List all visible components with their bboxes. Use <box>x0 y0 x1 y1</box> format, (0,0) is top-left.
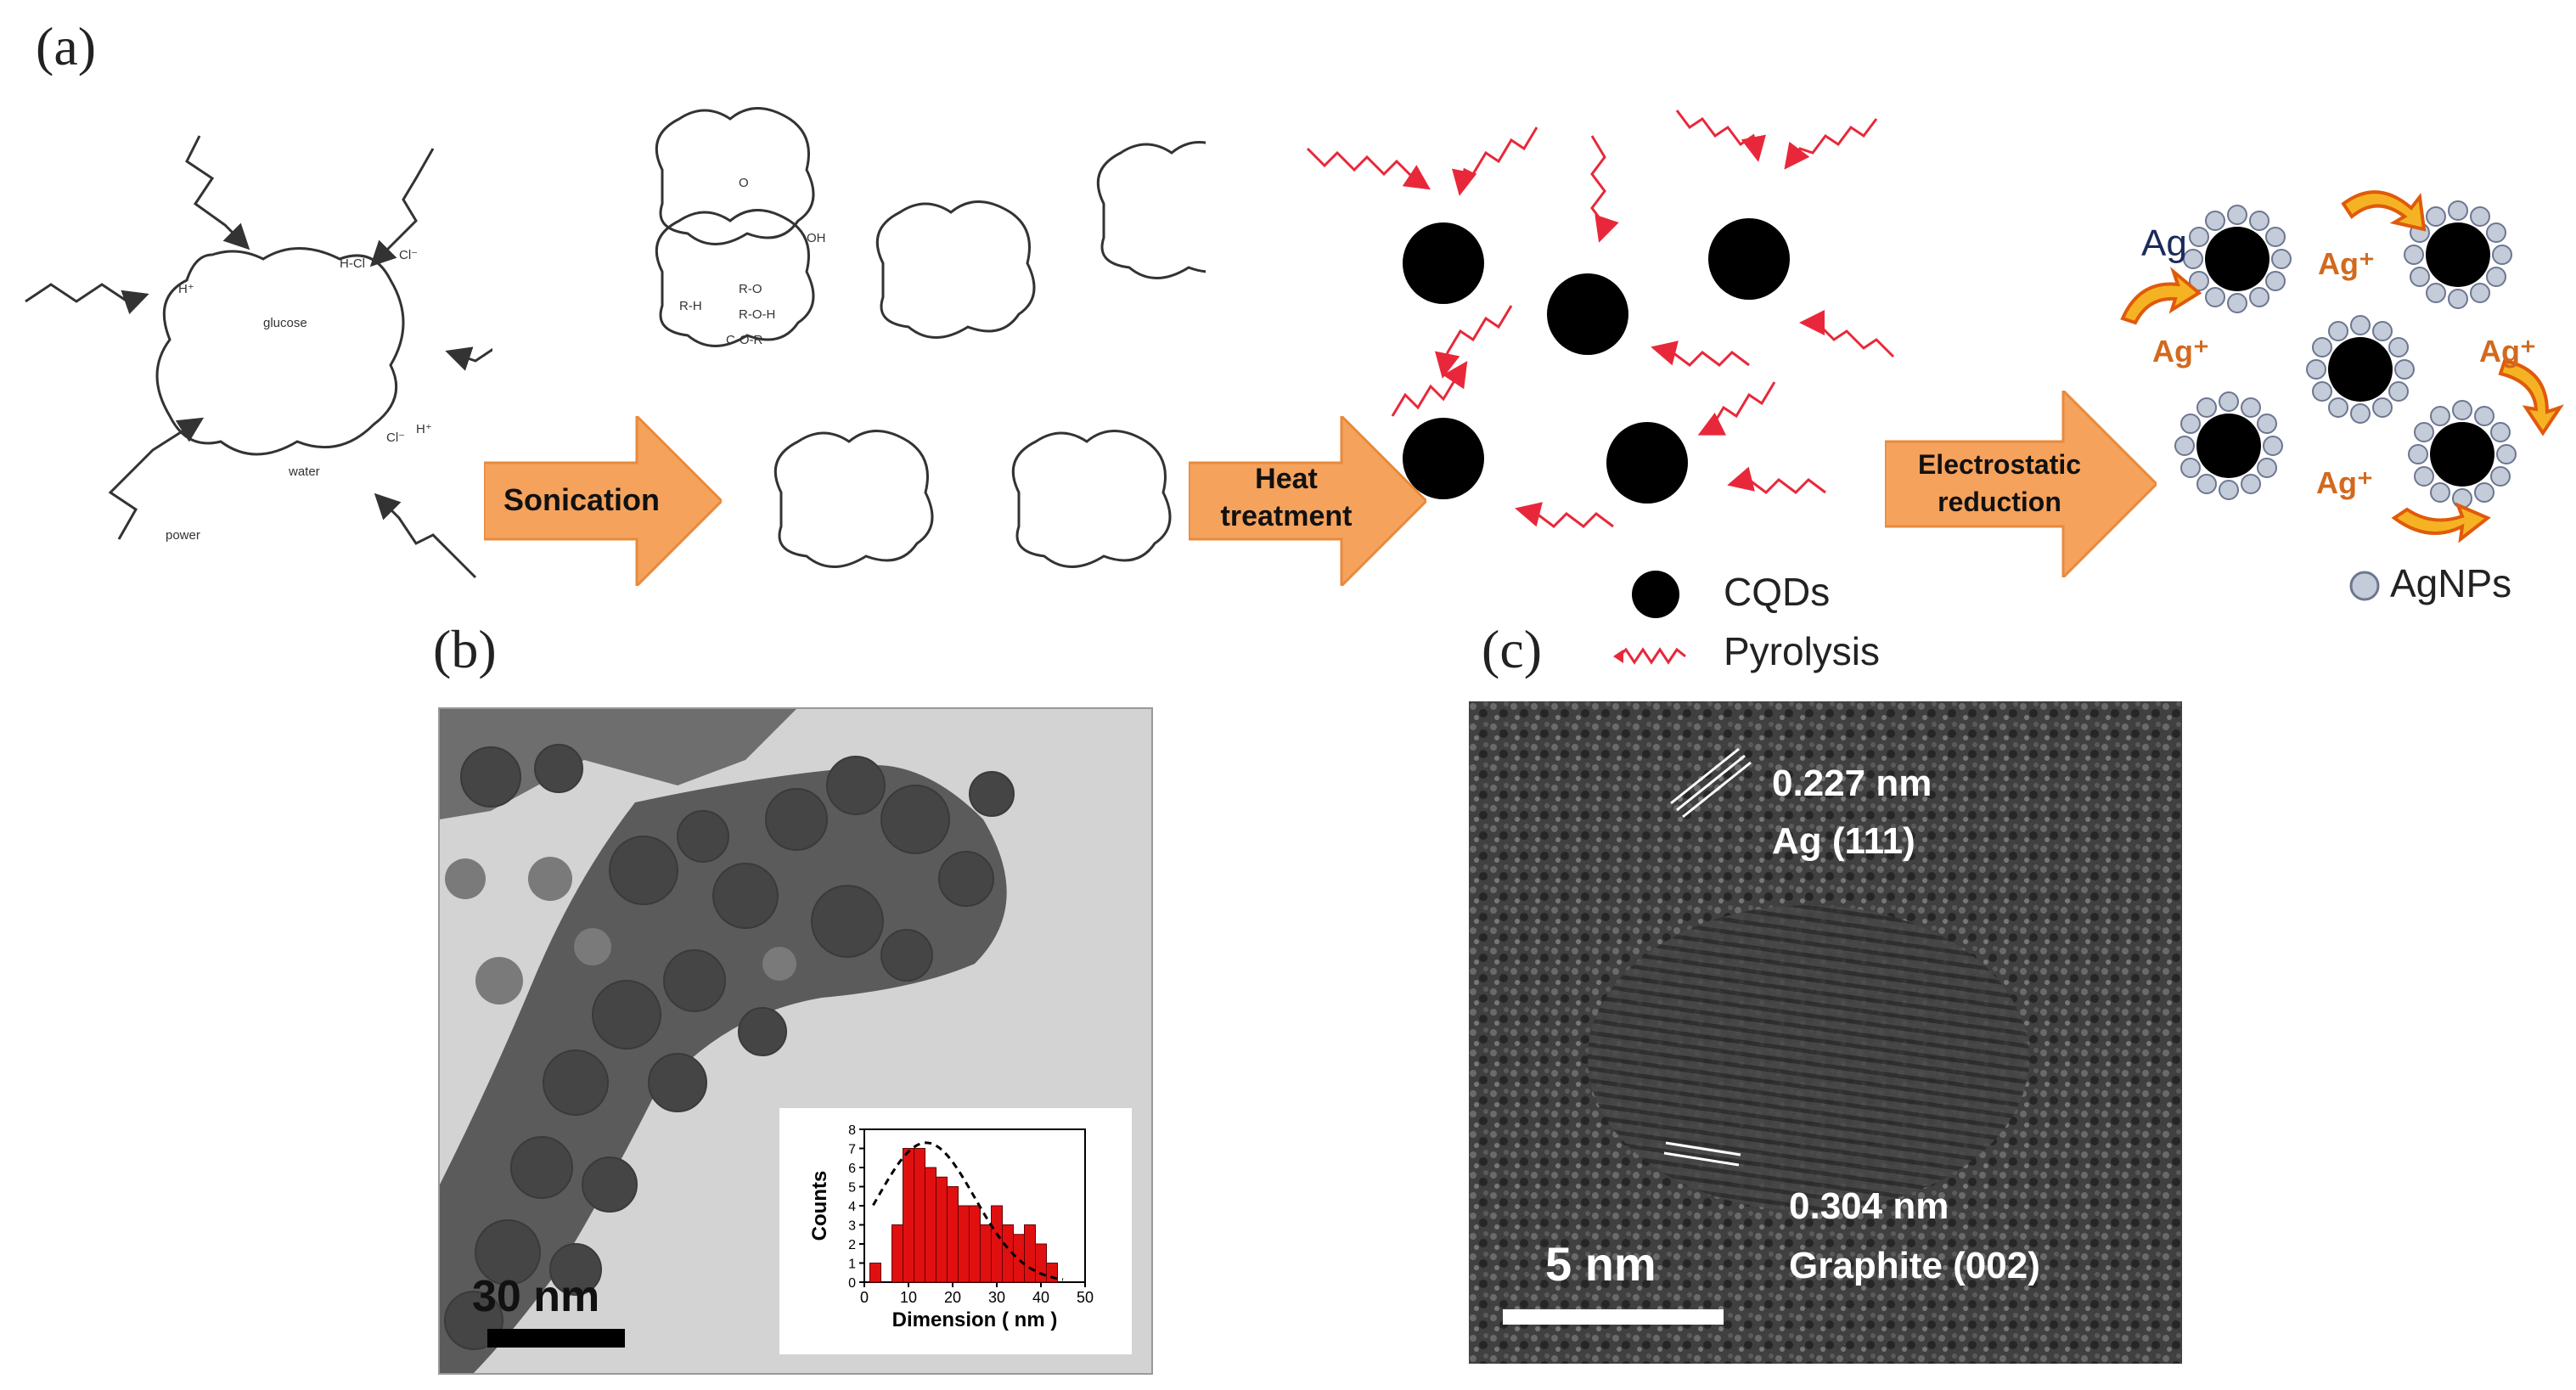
histogram-bar <box>869 1263 881 1283</box>
heat-treatment-label: Heat treatment <box>1189 460 1384 535</box>
histogram-bar <box>969 1205 981 1283</box>
histogram-bar <box>958 1205 970 1283</box>
cl-label-2: Cl⁻ <box>386 431 405 445</box>
roh-label: R-O-H <box>739 307 775 322</box>
electro-label-line-1: Electrostatic <box>1917 449 2082 480</box>
glucose-label: glucose <box>263 316 307 330</box>
pyrolysis-legend-icon <box>1616 647 1686 665</box>
y-tick-label: 3 <box>848 1219 856 1234</box>
electrostatic-reduction-label: Electrostatic reduction <box>1885 446 2114 521</box>
water-label: water <box>288 464 320 479</box>
y-tick-label: 4 <box>848 1200 856 1214</box>
x-tick-label: 40 <box>1032 1289 1049 1306</box>
heat-label-line-2: treatment <box>1220 500 1353 532</box>
pyrolysis-legend-label: Pyrolysis <box>1724 629 1881 673</box>
lattice-spacing-2: 0.304 nm <box>1789 1185 1949 1227</box>
o-label: O <box>739 176 749 190</box>
histogram-bar <box>891 1224 903 1283</box>
scale-bar-c-label: 5 nm <box>1545 1237 1656 1291</box>
histogram-bar <box>980 1224 992 1283</box>
histogram-bar <box>1024 1224 1036 1283</box>
cqds-legend-label: CQDs <box>1724 570 1831 614</box>
histogram-bar <box>914 1148 925 1283</box>
x-tick-label: 10 <box>900 1289 917 1306</box>
cl-label: Cl⁻ <box>399 248 418 262</box>
hcl-label: H-Cl <box>340 256 365 271</box>
h-plus-label-2: H⁺ <box>416 422 432 436</box>
histogram-bar <box>936 1176 948 1283</box>
x-tick-label: 20 <box>944 1289 961 1306</box>
heat-treatment-arrow: Heat treatment <box>1187 413 1429 589</box>
lattice-spacing-1: 0.227 nm <box>1772 763 1932 804</box>
power-label: power <box>166 528 200 543</box>
x-tick-label: 30 <box>988 1289 1005 1306</box>
y-tick-label: 2 <box>848 1238 856 1252</box>
sonication-label: Sonication <box>503 482 660 517</box>
ag-plus-label-3: Ag⁺ <box>2479 334 2536 369</box>
y-tick-label: 8 <box>848 1123 856 1138</box>
x-tick-label: 50 <box>1077 1289 1094 1306</box>
panel-c-label: (c) <box>1482 619 1543 679</box>
ag-label: Ag <box>2141 222 2187 264</box>
y-tick-label: 6 <box>848 1162 856 1176</box>
y-tick-label: 1 <box>848 1258 856 1272</box>
agnps-legend-label: AgNPs <box>2390 561 2512 605</box>
cqd-pyrolysis-scheme <box>1306 110 1895 528</box>
ro-label: R-O <box>739 282 762 296</box>
carbon-precursor-fragments: R-H R-O R-O-H C-O-R OH O <box>655 107 1206 568</box>
histogram-bar <box>925 1167 936 1283</box>
scale-bar-c <box>1503 1309 1724 1325</box>
lattice-plane-1: Ag (111) <box>1772 820 1915 862</box>
x-tick-label: 0 <box>860 1289 869 1306</box>
ag-plus-label-2: Ag⁺ <box>2152 334 2209 369</box>
agnp-legend-icon <box>2349 571 2380 601</box>
glucose-solution-scheme: H⁺ H-Cl Cl⁻ glucose water power Cl⁻ H⁺ <box>25 135 492 579</box>
histogram-bar <box>991 1205 1003 1283</box>
ag-plus-label-4: Ag⁺ <box>2316 465 2373 500</box>
histogram-bar <box>903 1148 914 1283</box>
electro-label-line-2: reduction <box>1938 487 2061 517</box>
sonication-arrow: Sonication <box>482 413 724 589</box>
cor-label: C-O-R <box>726 333 762 347</box>
agnp-scheme <box>2120 190 2564 543</box>
h-plus-label: H⁺ <box>178 282 194 296</box>
histogram-xlabel: Dimension ( nm ) <box>892 1308 1058 1331</box>
ag-plus-label-1: Ag⁺ <box>2318 246 2375 281</box>
y-tick-label: 0 <box>848 1276 856 1291</box>
cqd-legend-icon <box>1632 571 1679 618</box>
hrtem-image: 5 nm 0.227 nm Ag (111) 0.304 nm Graphite… <box>1469 701 2182 1364</box>
y-tick-label: 7 <box>848 1143 856 1157</box>
panel-b-label: (b) <box>433 619 497 679</box>
legend-symbols <box>1613 571 1686 665</box>
histogram-bar <box>1013 1234 1025 1283</box>
scale-bar-b <box>487 1329 625 1348</box>
hrtem-micrograph <box>1469 701 2182 1364</box>
histogram-bar <box>947 1186 959 1283</box>
histogram-fit-curve <box>872 1141 1064 1281</box>
oh-label: OH <box>807 231 826 245</box>
panel-a-label: (a) <box>36 16 97 76</box>
scale-bar-b-label: 30 nm <box>472 1272 600 1321</box>
heat-label-line-1: Heat <box>1255 463 1318 495</box>
histogram-ylabel: Counts <box>808 1171 831 1241</box>
electrostatic-reduction-arrow: Electrostatic reduction <box>1883 387 2159 581</box>
rh-label: R-H <box>679 299 702 313</box>
lattice-plane-2: Graphite (002) <box>1789 1245 2040 1286</box>
y-tick-label: 5 <box>848 1181 856 1196</box>
